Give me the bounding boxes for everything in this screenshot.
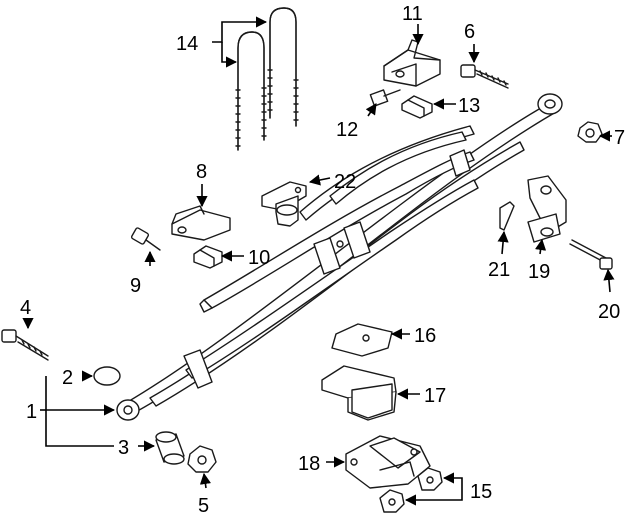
- leaf-spring-assembly: [116, 93, 563, 421]
- callout-8: 8: [196, 161, 207, 183]
- callout-4: 4: [20, 297, 31, 319]
- callout-22: 22: [334, 171, 356, 193]
- callout-10: 10: [248, 247, 270, 269]
- callout-15: 15: [470, 481, 492, 503]
- callout-11: 11: [402, 3, 423, 25]
- callout-21: 21: [488, 259, 510, 281]
- flange-nut-5: [187, 445, 217, 473]
- callout-12: 12: [336, 119, 358, 141]
- upper-mount-bracket: [383, 39, 441, 87]
- callout-18: 18: [298, 453, 320, 475]
- spring-clip: [401, 95, 433, 119]
- callout-2: 2: [62, 367, 73, 389]
- spring-shackle: [527, 175, 567, 243]
- flange-nut-7: [577, 121, 603, 143]
- spring-clip-10: [193, 245, 223, 269]
- shackle-pin: [499, 201, 515, 231]
- callout-13: 13: [458, 95, 480, 117]
- callout-1: 1: [26, 401, 37, 423]
- callout-9: 9: [130, 275, 141, 297]
- flange-nuts-15: [379, 467, 443, 513]
- bump-stop-bracket: [261, 181, 307, 227]
- spacer-block: [321, 365, 397, 421]
- callout-5: 5: [198, 495, 209, 517]
- bolt-9: [130, 227, 161, 251]
- callout-16: 16: [414, 325, 436, 347]
- bolt-4: [1, 329, 49, 361]
- spring-plate: [345, 435, 431, 489]
- u-bolt-pair: [235, 7, 299, 151]
- callout-14: 14: [176, 33, 198, 55]
- callout-19: 19: [528, 261, 550, 283]
- bolt-20: [569, 239, 613, 270]
- callout-3: 3: [118, 437, 129, 459]
- callout-numbers: 11 6 7 13 12 14 22 8 9 10 21 19 20 4 2 1…: [20, 3, 625, 517]
- bushing-3: [155, 431, 185, 465]
- callout-7: 7: [614, 127, 625, 149]
- cap-2: [93, 366, 121, 386]
- bolt-12: [369, 89, 401, 107]
- lower-mount-bracket: [171, 205, 231, 241]
- callout-20: 20: [598, 301, 620, 323]
- callout-6: 6: [464, 21, 475, 43]
- bolt-6: [460, 64, 509, 89]
- callout-17: 17: [424, 385, 446, 407]
- leader-lines: [22, 16, 615, 506]
- spacer-plate: [331, 323, 393, 357]
